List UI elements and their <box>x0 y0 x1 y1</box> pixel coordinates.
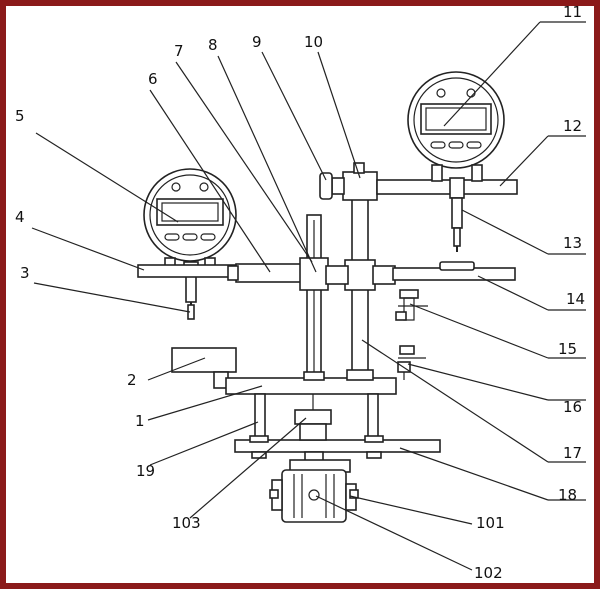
label-102: 102 <box>474 564 503 582</box>
label-8: 8 <box>208 36 218 54</box>
support-leg-left <box>254 393 266 443</box>
label-4: 4 <box>15 208 25 226</box>
clamp-upper <box>395 289 428 321</box>
label-12: 12 <box>563 117 582 135</box>
label-2: 2 <box>127 371 137 389</box>
label-1: 1 <box>135 412 145 430</box>
slider-block <box>171 347 237 373</box>
label-5: 5 <box>15 107 25 125</box>
top-arm <box>376 179 518 195</box>
label-101: 101 <box>476 514 505 532</box>
label-3: 3 <box>20 264 30 282</box>
label-19: 19 <box>136 462 155 480</box>
label-16: 16 <box>563 398 582 416</box>
label-6: 6 <box>148 70 158 88</box>
part-labels: 5 4 3 2 1 6 7 8 9 10 11 12 13 14 15 16 1… <box>15 3 585 582</box>
horizontal-arm <box>235 263 303 283</box>
right-digital-gauge <box>407 71 505 182</box>
left-digital-gauge <box>143 168 237 273</box>
label-9: 9 <box>252 33 262 51</box>
label-15: 15 <box>558 340 577 358</box>
label-10: 10 <box>304 33 323 51</box>
label-18: 18 <box>558 486 577 504</box>
shaft-coupling <box>294 394 332 441</box>
support-leg-right <box>367 393 379 443</box>
column-clamp <box>344 259 376 291</box>
coupler-block <box>299 257 329 291</box>
label-103: 103 <box>172 514 201 532</box>
motor <box>269 451 359 523</box>
right-probe <box>449 177 465 252</box>
label-13: 13 <box>563 234 582 252</box>
lower-plate <box>234 439 441 453</box>
clamp-lower <box>397 345 426 380</box>
label-17: 17 <box>563 444 582 462</box>
adjust-knob <box>319 172 333 200</box>
left-plate <box>137 264 239 278</box>
label-7: 7 <box>174 42 184 60</box>
label-14: 14 <box>566 290 585 308</box>
leader-lines <box>31 21 586 571</box>
label-11: 11 <box>563 3 582 21</box>
